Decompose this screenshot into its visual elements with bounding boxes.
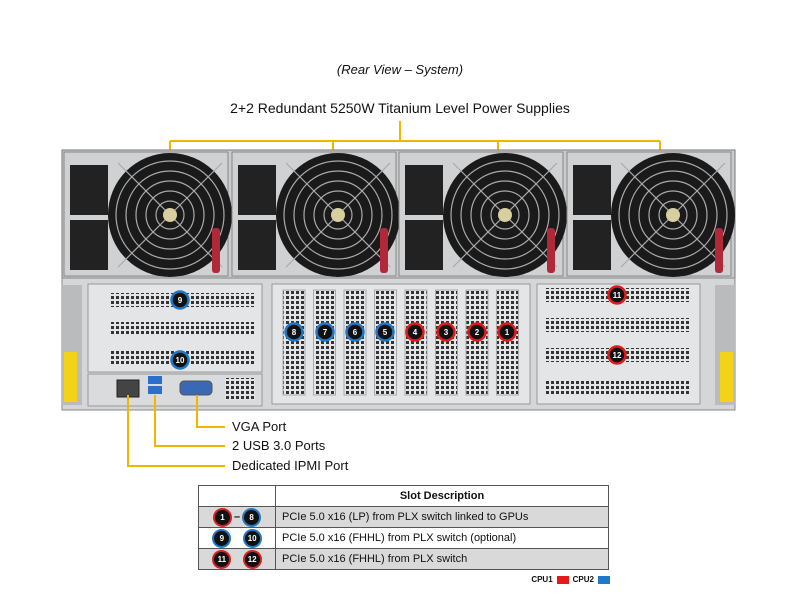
io-callout-lines: [127, 395, 225, 467]
slot-badge: 11: [214, 551, 230, 567]
power-supply-4: [566, 151, 735, 277]
cpu2-swatch: [598, 575, 610, 584]
slot-6-marker: 6: [345, 322, 365, 342]
power-inlet: [238, 220, 276, 270]
slot-header-blank: [198, 485, 276, 507]
power-supply-1: [63, 151, 232, 277]
slot-1-marker: 1: [497, 322, 517, 342]
psu-release-handle: [715, 228, 723, 273]
power-supplies-label: 2+2 Redundant 5250W Titanium Level Power…: [230, 100, 570, 116]
slot-3-marker: 3: [436, 322, 456, 342]
table-row: 9 10 PCIe 5.0 x16 (FHHL) from PLX switch…: [198, 527, 609, 549]
range-dash: –: [233, 510, 241, 523]
slot-description: PCIe 5.0 x16 (FHHL) from PLX switch: [275, 548, 609, 570]
svg-text:3: 3: [444, 328, 449, 337]
svg-text:10: 10: [176, 356, 185, 365]
slot-12-marker: 12: [607, 345, 627, 365]
slot-7-marker: 7: [315, 322, 335, 342]
power-inlet: [405, 165, 443, 215]
ipmi-port-label: Dedicated IPMI Port: [232, 458, 349, 473]
ipmi-lan-port: [116, 379, 140, 398]
slot-badge: 1: [214, 509, 230, 525]
usb-ports-label: 2 USB 3.0 Ports: [232, 438, 326, 453]
svg-text:8: 8: [292, 328, 297, 337]
svg-text:5: 5: [383, 328, 388, 337]
svg-text:2: 2: [475, 328, 480, 337]
vga-port: [179, 380, 213, 396]
cpu1-swatch: [556, 575, 569, 584]
slot-description: PCIe 5.0 x16 (FHHL) from PLX switch (opt…: [275, 527, 609, 549]
power-inlet: [405, 220, 443, 270]
gpu-slot-bracket: [404, 289, 428, 396]
power-supply-2: [231, 151, 400, 277]
power-inlet: [70, 165, 108, 215]
slot-badge: 12: [244, 551, 260, 567]
power-inlet: [573, 165, 611, 215]
cpu-legend: CPU1 CPU2: [520, 575, 610, 584]
slot-11-marker: 11: [607, 285, 627, 305]
gpu-slot-bracket: [435, 289, 458, 396]
svg-text:9: 9: [178, 296, 183, 305]
slot-badge: 8: [244, 509, 260, 525]
slot-2-marker: 2: [467, 322, 487, 342]
power-inlet: [238, 165, 276, 215]
slot-description-table: Slot Description 1–8 PCIe 5.0 x16 (LP) f…: [198, 485, 609, 570]
slot-4-marker: 4: [405, 322, 425, 342]
gpu-slot-bracket: [313, 289, 336, 396]
gpu-slot-bracket: [496, 289, 519, 396]
vga-port-label: VGA Port: [232, 419, 287, 434]
cpu1-legend-label: CPU1: [531, 575, 553, 584]
gpu-slot-bracket: [343, 289, 367, 396]
svg-text:6: 6: [353, 328, 358, 337]
slot-10-marker: 10: [170, 350, 190, 370]
svg-text:7: 7: [323, 328, 328, 337]
usb-port-1: [148, 376, 162, 384]
slot-5-marker: 5: [375, 322, 395, 342]
psu-release-handle: [547, 228, 555, 273]
table-row: 1–8 PCIe 5.0 x16 (LP) from PLX switch li…: [198, 506, 609, 528]
warning-label-right: [720, 352, 733, 402]
diagram-title: (Rear View – System): [336, 62, 464, 77]
table-row: 11 12 PCIe 5.0 x16 (FHHL) from PLX switc…: [198, 548, 609, 570]
cpu2-legend-label: CPU2: [572, 575, 594, 584]
slot-badge: 10: [244, 530, 260, 546]
power-inlet: [70, 220, 108, 270]
slot-badge: 9: [214, 530, 230, 546]
warning-label-left: [64, 352, 77, 402]
svg-text:4: 4: [413, 328, 418, 337]
gpu-slot-bracket: [465, 289, 489, 396]
slot-description: PCIe 5.0 x16 (LP) from PLX switch linked…: [275, 506, 609, 528]
svg-text:12: 12: [613, 351, 622, 360]
gpu-slot-bracket: [374, 289, 397, 396]
svg-text:1: 1: [505, 328, 510, 337]
usb-port-2: [148, 386, 162, 394]
gpu-slot-bracket: [282, 289, 306, 396]
slot-9-marker: 9: [170, 290, 190, 310]
slot-8-marker: 8: [284, 322, 304, 342]
slot-description-header: Slot Description: [275, 485, 609, 507]
psu-release-handle: [380, 228, 388, 273]
svg-text:11: 11: [613, 291, 622, 300]
psu-release-handle: [212, 228, 220, 273]
power-supply-3: [398, 151, 567, 277]
power-inlet: [573, 220, 611, 270]
